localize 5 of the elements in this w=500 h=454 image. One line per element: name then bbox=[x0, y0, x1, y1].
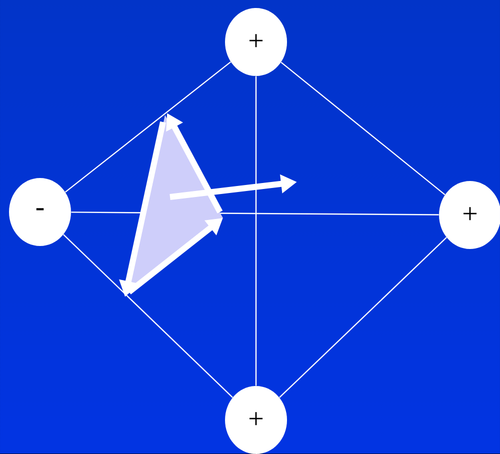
connector-line bbox=[255, 76, 257, 386]
connector-line bbox=[279, 237, 447, 398]
connector-line bbox=[64, 61, 232, 193]
connector-line bbox=[280, 62, 446, 196]
connector-line bbox=[63, 234, 233, 398]
